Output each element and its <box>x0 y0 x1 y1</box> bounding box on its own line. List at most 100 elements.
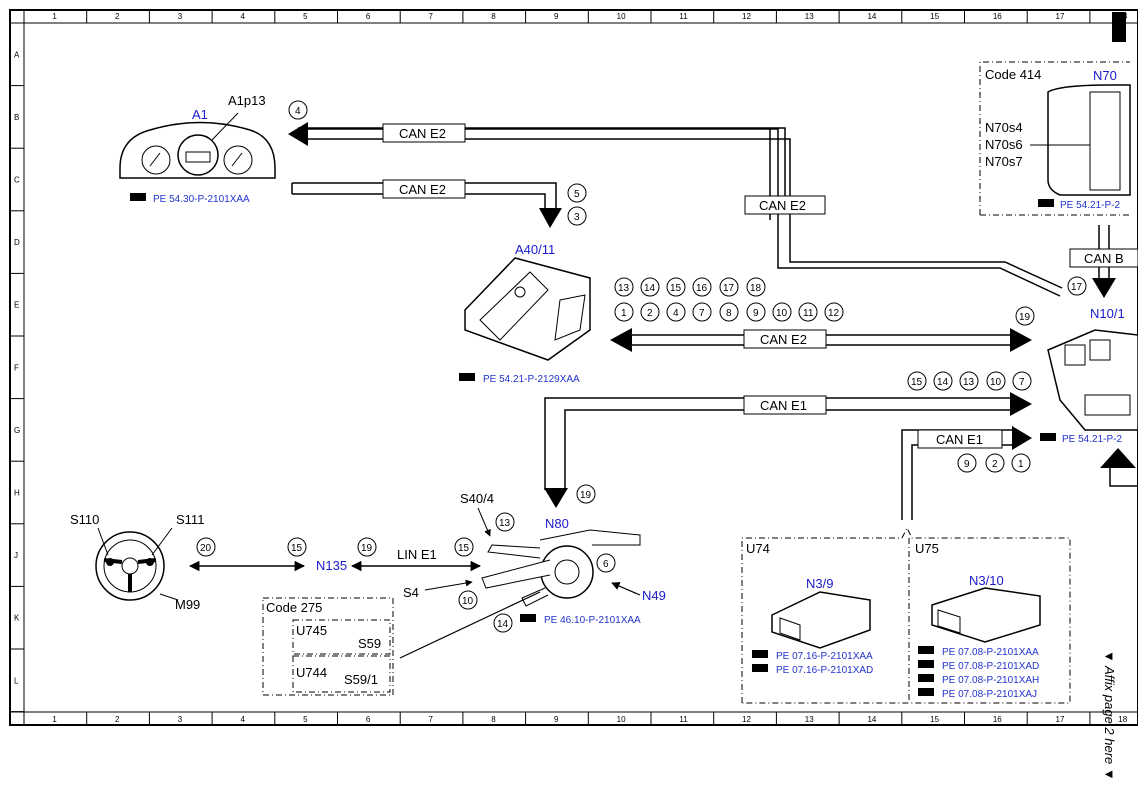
grid-row-label: K <box>14 614 20 623</box>
corner-tab <box>1112 12 1126 42</box>
n80-steering-column-module <box>399 529 641 659</box>
grid-col-label: 17 <box>1056 12 1065 21</box>
grid-col-label: 3 <box>178 12 183 21</box>
grid-row-label: J <box>14 551 18 560</box>
svg-text:10: 10 <box>776 308 788 319</box>
n70-ref: PE 54.21-P-2 <box>1060 200 1120 211</box>
svg-text:1: 1 <box>621 308 627 319</box>
grid-row-label: A <box>14 50 20 59</box>
ref-hand-icon <box>1040 433 1056 441</box>
grid-col-label: 16 <box>993 12 1002 21</box>
grid-col-label: 8 <box>491 715 496 724</box>
circle-5 <box>567 183 587 203</box>
grid-col-label: 11 <box>679 715 688 724</box>
u74-u75-box <box>741 526 1071 704</box>
can-e2-right-label: CAN E2 <box>759 198 806 213</box>
grid-col-label: 5 <box>303 12 308 21</box>
svg-text:11: 11 <box>803 308 814 319</box>
grid-col-label: 15 <box>930 12 939 21</box>
grid-row-label: F <box>14 363 19 372</box>
can-e2-top-label: CAN E2 <box>399 126 446 141</box>
n101-arrow-up <box>1100 448 1136 468</box>
s591-label: S59/1 <box>344 672 378 687</box>
n49-label: N49 <box>642 588 666 603</box>
svg-text:8: 8 <box>726 308 732 319</box>
ref-hand-icon <box>918 688 934 696</box>
can-e1-lower-line <box>901 426 1032 520</box>
grid-col-label: 13 <box>805 715 814 724</box>
u75-label: U75 <box>915 541 939 556</box>
grid-col-label: 9 <box>554 12 559 21</box>
svg-text:14: 14 <box>497 619 509 630</box>
svg-text:19: 19 <box>580 490 592 501</box>
u744-label: U744 <box>296 665 327 680</box>
svg-text:10: 10 <box>990 377 1002 388</box>
grid-col-label: 1 <box>52 12 57 21</box>
grid-col-label: 10 <box>617 12 626 21</box>
can-b-line <box>1069 225 1138 298</box>
grid-col-label: 7 <box>429 715 434 724</box>
svg-text:15: 15 <box>458 543 470 554</box>
svg-text:10: 10 <box>462 596 474 607</box>
can-e1-top-label: CAN E1 <box>760 398 807 413</box>
grid-col-label: 1 <box>52 715 57 724</box>
svg-text:5: 5 <box>574 189 580 200</box>
circle-3 <box>567 206 587 226</box>
can-b-label: CAN B <box>1084 251 1124 266</box>
circle-6 <box>596 553 616 573</box>
grid-col-label: 6 <box>366 715 371 724</box>
u74-label: U74 <box>746 541 770 556</box>
svg-text:7: 7 <box>699 308 705 319</box>
grid-row-label: C <box>14 176 20 185</box>
can-e2-line-a4011 <box>291 179 562 228</box>
svg-text:3: 3 <box>574 212 580 223</box>
can-e1-n80-line <box>544 392 1032 508</box>
a1p13-label: A1p13 <box>228 93 266 108</box>
a1-instrument-cluster <box>119 112 276 179</box>
svg-text:1: 1 <box>1018 459 1024 470</box>
ref-hand-icon <box>752 664 768 672</box>
ref-hand-icon <box>130 193 146 201</box>
circle-4 <box>288 100 308 120</box>
n70s6-label: N70s6 <box>985 137 1023 152</box>
grid-col-label: 8 <box>491 12 496 21</box>
code275-box <box>262 597 394 696</box>
grid-row-label: H <box>14 489 20 498</box>
grid-col-label: 12 <box>742 12 751 21</box>
svg-text:6: 6 <box>603 559 609 570</box>
grid-col-label: 6 <box>366 12 371 21</box>
can-e2-bidir-label: CAN E2 <box>760 332 807 347</box>
svg-text:15: 15 <box>291 543 303 554</box>
grid-row-label: D <box>14 238 20 247</box>
grid-col-label: 5 <box>303 715 308 724</box>
grid-col-label: 4 <box>240 12 245 21</box>
s111-label: S111 <box>176 512 204 527</box>
svg-text:2: 2 <box>647 308 653 319</box>
a4011-display <box>464 257 591 361</box>
svg-text:20: 20 <box>200 543 212 554</box>
grid-col-label: 10 <box>617 715 626 724</box>
s110-label: S110 <box>70 512 99 527</box>
circle-1 <box>1011 453 1031 473</box>
circle-15 <box>287 537 307 557</box>
a1-ref: PE 54.30-P-2101XAA <box>153 194 250 205</box>
circle-17 <box>1067 276 1087 296</box>
s404-label: S40/4 <box>460 491 494 506</box>
circle-2 <box>985 453 1005 473</box>
n310-ref-3: PE 07.08-P-2101XAH <box>942 675 1039 686</box>
n39-ecu <box>771 591 871 649</box>
svg-text:2: 2 <box>992 459 998 470</box>
grid-col-label: 13 <box>805 12 814 21</box>
circle-19 <box>357 537 377 557</box>
ref-hand-icon <box>752 650 768 658</box>
grid-col-label: 15 <box>930 715 939 724</box>
ref-hand-icon <box>918 674 934 682</box>
code275-label: Code 275 <box>266 600 322 615</box>
lin-e1-label: LIN E1 <box>397 547 437 562</box>
n101-sam-module <box>1047 329 1138 431</box>
n80-label: N80 <box>545 516 569 531</box>
a1-label: A1 <box>192 107 208 122</box>
s4-label: S4 <box>403 585 419 600</box>
